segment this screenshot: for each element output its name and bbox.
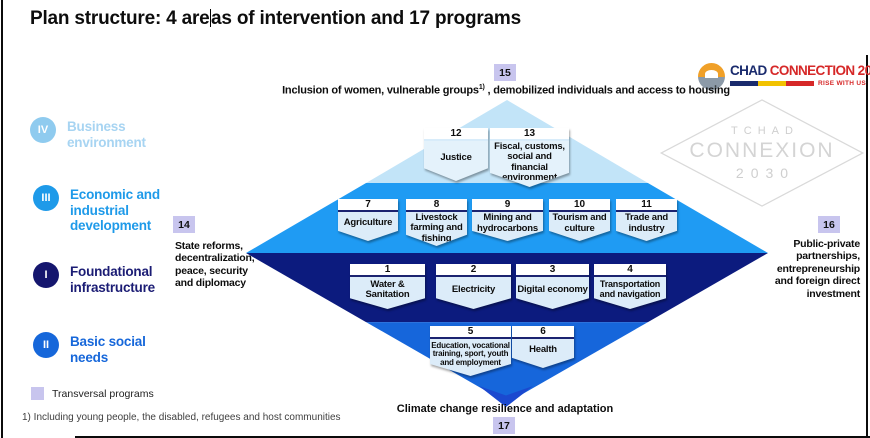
program-label: Education, vocational training, sport, y… bbox=[431, 340, 510, 367]
program-box-fiscal-customs: 13 Fiscal, customs, social and financial… bbox=[490, 128, 569, 187]
program-box-mining-hydrocarbons: 9 Mining and hydrocarbons bbox=[472, 199, 543, 241]
area-iv-badge: IV bbox=[30, 117, 56, 143]
program-label: Health bbox=[529, 344, 557, 356]
program-box-livestock-fishing: 8 Livestock farming and fishing bbox=[406, 199, 467, 246]
area-item-foundational-infrastructure: I Foundational infrastructure bbox=[33, 262, 180, 295]
program-box-electricity: 2 Electricity bbox=[436, 264, 511, 309]
legend-transversal-programs: Transversal programs bbox=[31, 387, 154, 400]
program-box-health: 6 Health bbox=[512, 326, 574, 368]
program-number: 11 bbox=[616, 199, 677, 212]
logo-chad-text: CHAD bbox=[730, 63, 767, 78]
watermark-tchad: TCHAD bbox=[731, 125, 799, 137]
slide-edge-bottom bbox=[75, 436, 870, 438]
program-label: Trade and industry bbox=[624, 212, 669, 234]
program-number: 9 bbox=[472, 199, 543, 212]
area-iii-badge: III bbox=[33, 185, 59, 211]
area-ii-label: Basic social needs bbox=[70, 334, 146, 365]
area-iii-numeral: III bbox=[41, 192, 51, 204]
chad-flag-bar bbox=[730, 81, 814, 86]
transversal-left-text: State reforms, decentralization, peace, … bbox=[175, 240, 255, 290]
transversal-badge-16: 16 bbox=[818, 216, 840, 233]
program-number: 13 bbox=[490, 128, 569, 141]
area-iv-label: Business environment bbox=[67, 119, 146, 150]
transversal-badge-17: 17 bbox=[493, 417, 515, 434]
program-box-water-sanitation: 1 Water & Sanitation bbox=[350, 264, 425, 309]
title-text-pre: Plan structure: 4 are bbox=[30, 8, 210, 29]
chad-connection-logo: CHAD CONNECTION 2030 RISE WITH US bbox=[698, 63, 870, 90]
program-label: Fiscal, customs, social and financial en… bbox=[494, 141, 565, 183]
program-label: Justice bbox=[440, 151, 472, 163]
program-label: Tourism and culture bbox=[552, 212, 607, 234]
flag-yellow bbox=[758, 81, 786, 86]
page-title: Plan structure: 4 areas of intervention … bbox=[30, 8, 521, 30]
program-label: Water & Sanitation bbox=[365, 278, 410, 300]
legend-label: Transversal programs bbox=[52, 387, 154, 400]
program-box-agriculture: 7 Agriculture bbox=[338, 199, 398, 241]
program-number: 8 bbox=[406, 199, 467, 212]
area-item-basic-social-needs: II Basic social needs bbox=[33, 332, 162, 365]
watermark-logo: TCHAD CONNEXION 2030 bbox=[659, 99, 865, 207]
program-number: 5 bbox=[430, 326, 511, 339]
program-box-transportation-navigation: 4 Transportation and navigation bbox=[594, 264, 666, 309]
program-number: 2 bbox=[436, 264, 511, 277]
area-i-badge: I bbox=[33, 262, 59, 288]
logo-connection-text: CONNECTION 2030 bbox=[769, 63, 870, 78]
area-i-label: Foundational infrastructure bbox=[70, 264, 155, 295]
transversal-right-text: Public-private partnerships, entrepreneu… bbox=[774, 238, 860, 300]
program-box-digital-economy: 3 Digital economy bbox=[516, 264, 589, 309]
program-number: 3 bbox=[516, 264, 589, 277]
transversal-top-text: Inclusion of women, vulnerable groups1) … bbox=[282, 84, 730, 97]
area-ii-numeral: II bbox=[42, 339, 50, 351]
transversal-badge-15: 15 bbox=[494, 64, 516, 81]
legend-swatch bbox=[31, 387, 44, 400]
title-text-post: as of intervention and 17 programs bbox=[211, 8, 521, 29]
sun-icon bbox=[698, 63, 725, 90]
flag-blue bbox=[730, 81, 758, 86]
program-number: 1 bbox=[350, 264, 425, 277]
area-iii-label: Economic and industrial development bbox=[70, 187, 160, 234]
slide-edge-left bbox=[1, 0, 3, 438]
flag-red bbox=[786, 81, 814, 86]
area-item-economic-development: III Economic and industrial development bbox=[33, 185, 180, 234]
footnote: 1) Including young people, the disabled,… bbox=[22, 412, 341, 423]
area-i-numeral: I bbox=[44, 269, 48, 281]
program-number: 4 bbox=[594, 264, 666, 277]
program-label: Mining and hydrocarbons bbox=[477, 212, 538, 234]
program-label: Transportation and navigation bbox=[599, 279, 661, 299]
text-cursor bbox=[209, 9, 212, 27]
program-number: 6 bbox=[512, 326, 574, 339]
area-item-business-environment: IV Business environment bbox=[30, 117, 153, 150]
program-number: 12 bbox=[424, 128, 488, 141]
program-label: Livestock farming and fishing bbox=[410, 212, 463, 244]
transversal-badge-14: 14 bbox=[173, 216, 195, 233]
logo-tagline: RISE WITH US bbox=[818, 80, 867, 87]
watermark-connexion: CONNEXION bbox=[689, 139, 835, 162]
area-ii-badge: II bbox=[33, 332, 59, 358]
area-iv-numeral: IV bbox=[37, 124, 49, 136]
program-number: 10 bbox=[549, 199, 610, 212]
program-box-justice: 12 Justice bbox=[424, 128, 488, 181]
program-label: Digital economy bbox=[517, 283, 588, 295]
program-label: Electricity bbox=[451, 283, 496, 295]
program-box-trade-industry: 11 Trade and industry bbox=[616, 199, 677, 241]
program-number: 7 bbox=[338, 199, 398, 212]
watermark-2030: 2030 bbox=[735, 165, 796, 181]
footnote-marker: 1) bbox=[478, 84, 485, 91]
program-box-tourism-culture: 10 Tourism and culture bbox=[549, 199, 610, 241]
slide-edge-right bbox=[866, 55, 868, 438]
program-label: Agriculture bbox=[343, 217, 393, 229]
transversal-bottom-text: Climate change resilience and adaptation bbox=[396, 403, 614, 415]
program-box-education-training: 5 Education, vocational training, sport,… bbox=[430, 326, 511, 376]
